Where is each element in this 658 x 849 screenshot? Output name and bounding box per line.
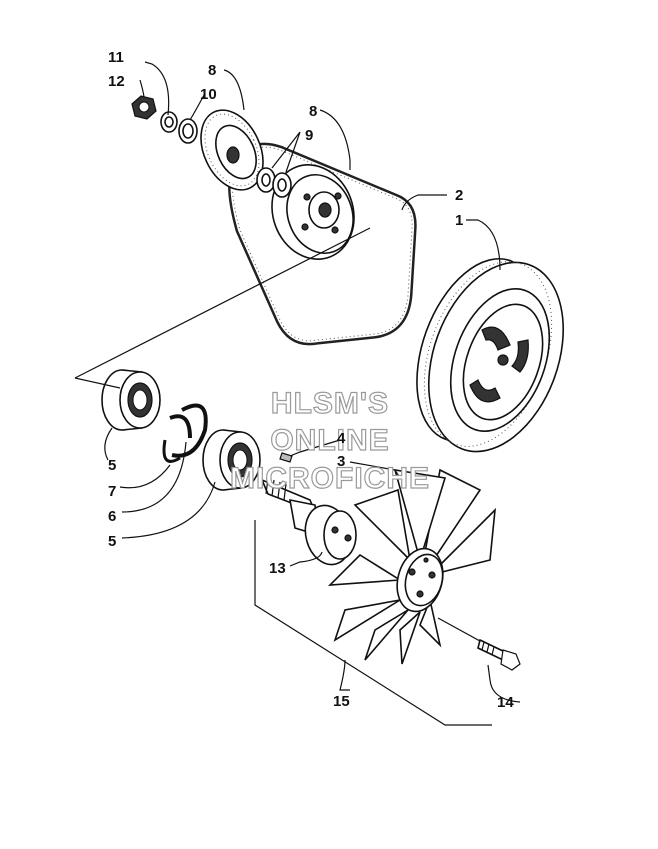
watermark: HLSM'S ONLINE MICROFICHE bbox=[229, 386, 430, 495]
callout-5-upper: 5 bbox=[108, 457, 116, 474]
watermark-line-3: MICROFICHE bbox=[230, 462, 430, 495]
callout-6: 6 bbox=[108, 508, 116, 525]
snap-ring-a bbox=[169, 403, 208, 458]
drive-pulley-half-rear bbox=[200, 109, 264, 191]
callout-2: 2 bbox=[455, 187, 463, 204]
cooling-fan bbox=[327, 468, 497, 665]
snap-ring-b bbox=[162, 439, 181, 463]
callout-labels: 11 12 8 10 8 9 2 1 4 3 5 7 6 5 13 15 14 bbox=[108, 49, 514, 711]
watermark-line-1: HLSM'S bbox=[271, 387, 389, 420]
callout-15: 15 bbox=[333, 693, 350, 710]
bearing-left bbox=[101, 369, 161, 431]
hex-nut bbox=[131, 95, 157, 120]
callout-1: 1 bbox=[455, 212, 463, 229]
bearing-right bbox=[202, 429, 261, 491]
leader-lines bbox=[74, 61, 521, 726]
drive-pulley-half-front bbox=[271, 164, 355, 260]
callout-10: 10 bbox=[200, 86, 217, 103]
washer-pair bbox=[256, 167, 292, 198]
callout-3: 3 bbox=[337, 453, 345, 470]
fan-bolt bbox=[437, 617, 521, 671]
flat-washer bbox=[178, 118, 198, 144]
callout-8-upper: 8 bbox=[208, 62, 216, 79]
callout-9: 9 bbox=[305, 127, 313, 144]
callout-14: 14 bbox=[497, 694, 514, 711]
woodruff-key bbox=[279, 452, 293, 463]
lock-washer bbox=[160, 111, 178, 133]
fan-shaft bbox=[260, 477, 357, 566]
callout-8-lower: 8 bbox=[309, 103, 317, 120]
callout-7: 7 bbox=[108, 483, 116, 500]
watermark-line-2: ONLINE bbox=[270, 424, 389, 457]
driven-pulley bbox=[416, 257, 565, 453]
callout-12: 12 bbox=[108, 73, 125, 90]
callout-5-lower: 5 bbox=[108, 533, 116, 550]
callout-13: 13 bbox=[269, 560, 286, 577]
callout-11: 11 bbox=[108, 49, 124, 66]
callout-4: 4 bbox=[337, 430, 346, 447]
